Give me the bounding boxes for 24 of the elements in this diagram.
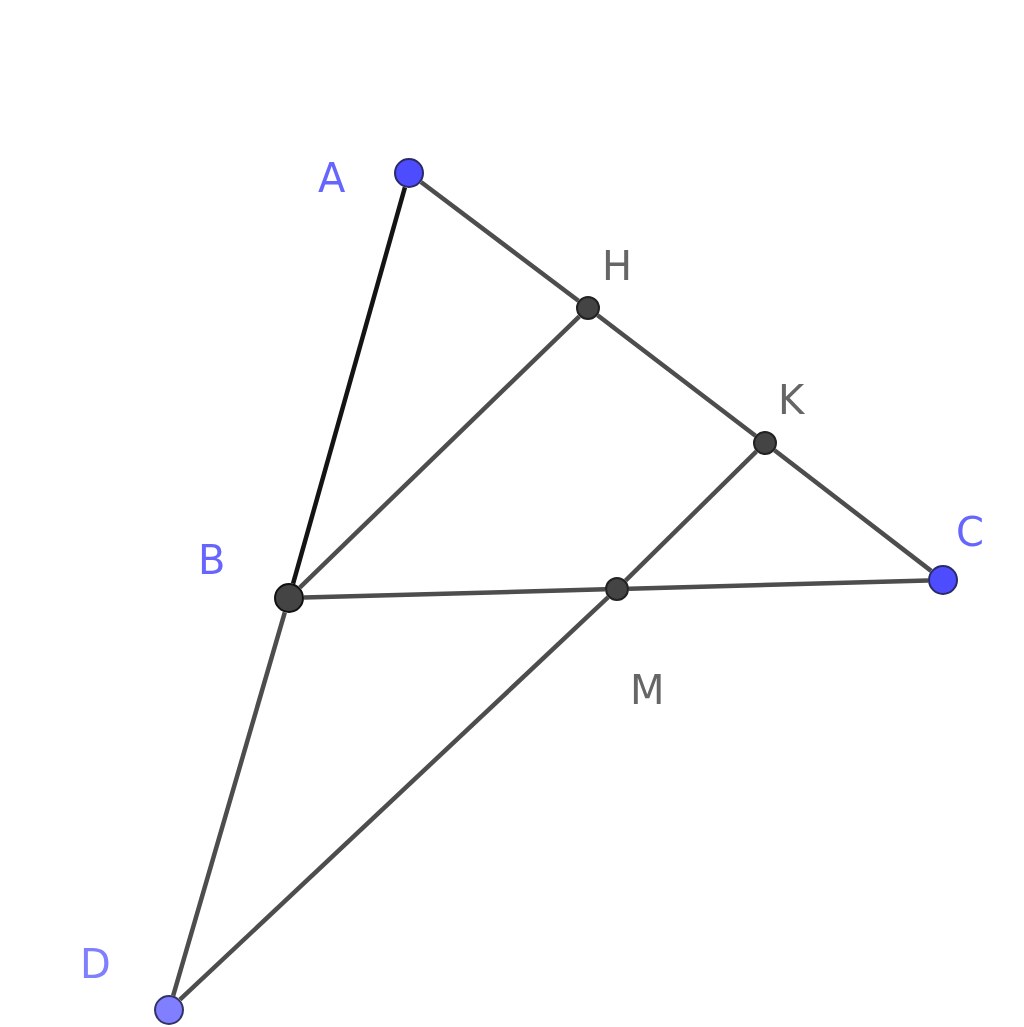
point-marker — [753, 431, 777, 455]
line-segment — [303, 587, 606, 600]
point-marker — [576, 296, 600, 320]
point-label: K — [778, 380, 805, 420]
point-marker — [274, 583, 304, 613]
point-label: C — [956, 512, 984, 552]
point-label: B — [198, 540, 226, 580]
point-marker — [605, 577, 629, 601]
line-segment — [290, 186, 408, 585]
point-label: D — [80, 944, 111, 984]
line-segment — [773, 448, 933, 573]
line-segment — [623, 449, 759, 583]
line-segment — [178, 595, 610, 1002]
point-label: M — [630, 670, 665, 710]
line-segment — [596, 313, 757, 438]
line-segment — [171, 611, 287, 997]
line-segment — [298, 314, 581, 590]
point-label: A — [318, 158, 346, 198]
line-segment — [419, 180, 580, 303]
line-segment — [628, 578, 929, 591]
point-marker — [928, 565, 958, 595]
point-label: H — [602, 246, 633, 286]
point-marker — [394, 158, 424, 188]
point-marker — [154, 995, 184, 1025]
